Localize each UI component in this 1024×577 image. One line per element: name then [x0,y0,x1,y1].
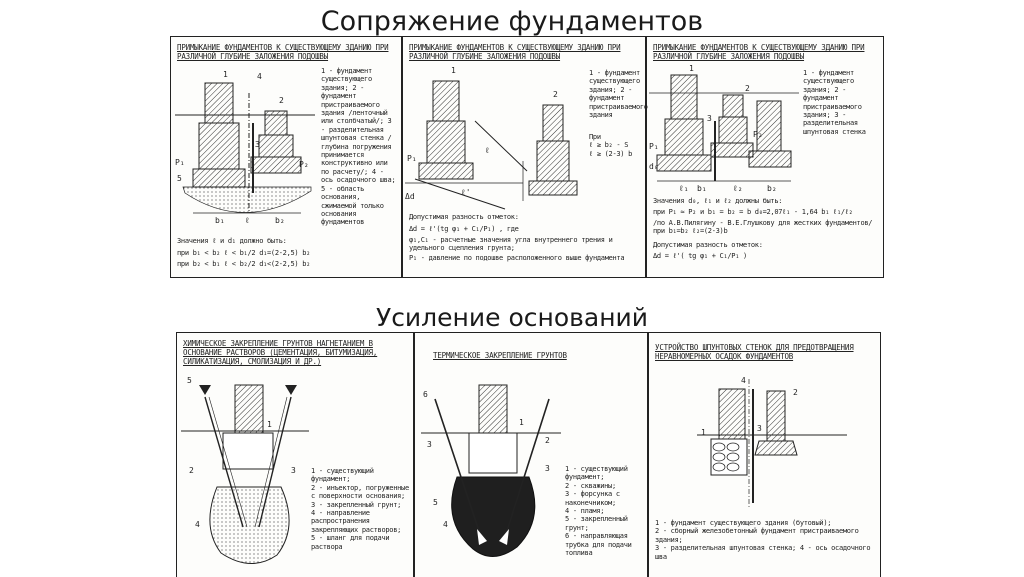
panel-divider [401,37,403,277]
panel3-formula-title: Допустимая разность отметок: [653,241,763,249]
label-p1: P₁ [649,142,659,151]
panel1-condition-title: Значения ℓ и d₁ должно быть: [177,237,287,245]
panel2-title: Термическое закрепление грунтов [433,351,567,360]
label-2: 2 [189,466,194,475]
label-1: 1 [689,64,694,73]
panel-divider [645,37,647,277]
panel1-title: Примыкание фундаментов к существующему з… [177,43,389,61]
panel2-legend: 1 - фундамент существующего здания; 2 - … [589,69,648,120]
label-p1: P₁ [175,158,185,167]
slide-title-bottom: Усиление оснований [375,303,649,332]
panel3-condition-title: Значения d₀, ℓ₁ и ℓ₂ должны быть: [653,197,783,205]
panel2-condition: При ℓ ≥ b₂ - S ℓ ≥ (2-3) b [589,133,633,158]
panel3-legend: 1 - фундамент существующего здания (буто… [655,519,871,561]
label-l: ℓ [245,216,250,225]
label-4: 4 [741,376,746,385]
panel3-title: Примыкание фундаментов к существующему з… [653,43,865,61]
label-b2: b₂ [275,216,285,225]
panel3-formula: Δd = ℓ'( tg φ₁ + C₁/P₁ ) [653,252,747,260]
label-4: 4 [257,72,262,81]
panel-divider [413,333,415,577]
label-5: 5 [433,498,438,507]
panel2-legend: 1 - существующий фундамент; 2 - скважины… [565,465,632,558]
panel2-formula-title: Допустимая разность отметок: [409,213,519,221]
label-3: 3 [757,424,762,433]
label-6: 6 [423,390,428,399]
panel1-title: Химическое закрепление грунтов нагнетани… [183,339,378,366]
label-3b: 3 [545,464,550,473]
label-l2: ℓ₂ [733,184,743,193]
label-l-prime: ℓ' [461,188,471,197]
label-2: 2 [545,436,550,445]
panel2-drawing: 1 2 ℓ Δd ℓ' P₁ [405,66,578,210]
label-4: 4 [195,520,200,529]
panel2-note-2: P₁ - давление по подошве расположенного … [409,254,625,262]
panel1-legend: 1 - фундамент существующего здания; 2 - … [321,67,396,227]
slide-title-top: Сопряжение фундаментов [320,6,704,37]
panel1-condition-2: при b₂ < b₁ ℓ < b₂/2 d₁<(2-2,5) b₂ [177,260,311,268]
panel1-legend: 1 - существующий фундамент; 2 - инъектор… [311,467,409,551]
panel3-condition-1: при P₁ ≈ P₂ и b₁ = b₂ = b d₀=2,07ℓ₁ - 1,… [653,208,853,216]
label-l: ℓ [485,146,490,155]
label-2: 2 [745,84,750,93]
panel3-drawing: 1 2 3 P₁ P₂ ℓ₁ b₁ ℓ₂ b₂ d₀ [649,64,799,193]
panel1-drawing: 5 1 2 3 4 [181,376,309,564]
label-2: 2 [279,96,284,105]
panel3-condition-2: /по А.В.Пилягину - В.Е.Глушкову для жест… [653,219,873,236]
panel2-drawing: 6 3 1 2 3 5 4 [421,384,561,557]
panel1-drawing: 1 2 3 4 5 P₁ P₂ b₁ ℓ b₂ [175,70,315,225]
base-strengthening-sheet: Химическое закрепление грунтов нагнетани… [176,332,881,577]
label-1: 1 [223,70,228,79]
label-5: 5 [177,174,182,183]
label-1: 1 [451,66,456,75]
label-3: 3 [707,114,712,123]
panel2-title: Примыкание фундаментов к существующему з… [409,43,621,61]
label-2: 2 [553,90,558,99]
foundation-junction-sheet: Примыкание фундаментов к существующему з… [170,36,884,278]
label-1: 1 [267,420,272,429]
label-3: 3 [255,140,260,149]
panel3-title: Устройство шпунтовых стенок для предотвр… [655,343,854,361]
label-1: 1 [519,418,524,427]
label-5: 5 [187,376,192,385]
panel1-condition-1: при b₁ < b₂ ℓ < b₁/2 d₁=(2-2,5) b₂ [177,249,311,257]
label-4: 4 [443,520,448,529]
panel3-legend: 1 - фундамент существующего здания; 2 - … [803,69,866,136]
label-b1: b₁ [215,216,225,225]
label-3: 3 [291,466,296,475]
label-b1: b₁ [697,184,707,193]
panel2-formula: Δd = ℓ'(tg φ₁ + C₁/P₁) , где [409,225,519,233]
label-p2: P₂ [299,160,309,169]
panel2-note-1: φ₁,C₁ - расчетные значения угла внутренн… [409,236,613,253]
label-l1: ℓ₁ [679,184,689,193]
label-d0: d₀ [649,162,659,171]
panel3-drawing: 1 4 2 3 [697,376,847,509]
label-dd: Δd [405,192,415,201]
label-3: 3 [427,440,432,449]
label-p2: P₂ [753,130,763,139]
label-1: 1 [701,428,706,437]
label-p1: P₁ [407,154,417,163]
panel-divider [647,333,649,577]
label-b2: b₂ [767,184,777,193]
label-2: 2 [793,388,798,397]
